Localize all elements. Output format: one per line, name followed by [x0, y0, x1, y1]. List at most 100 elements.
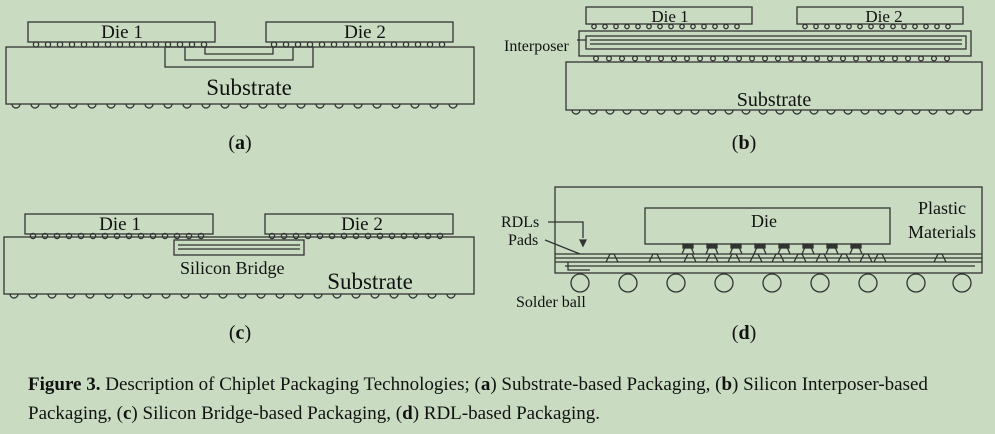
panel-a [5, 21, 475, 109]
solder-ball [446, 293, 456, 299]
bump [412, 232, 420, 240]
bump [879, 23, 885, 30]
bump [125, 232, 133, 240]
solder-ball [877, 109, 887, 115]
panel-b-interposer-label: Interposer [504, 38, 570, 55]
bump [734, 23, 740, 30]
solder-ball [68, 103, 78, 109]
die-pad [826, 243, 838, 249]
solder-ball [639, 109, 649, 115]
solder-ball [353, 103, 363, 109]
panel-a-die-1-label: Die 1 [101, 22, 143, 43]
bump [709, 55, 717, 62]
solder-ball [180, 293, 190, 299]
bump [402, 41, 410, 48]
panel-b-microbumps [591, 23, 951, 30]
solder-ball [429, 103, 439, 109]
solder-ball [28, 293, 38, 299]
bump [164, 41, 172, 48]
solder-ball [11, 103, 21, 109]
panel-b-substrate [565, 61, 983, 111]
solder-ball [199, 293, 209, 299]
bump [390, 41, 398, 48]
bump [149, 232, 157, 240]
solder-ball [47, 293, 57, 299]
rdl-via [837, 253, 851, 263]
bump [342, 41, 350, 48]
solder-ball [275, 293, 285, 299]
solder-ball [30, 103, 40, 109]
panel-c-die-2-label: Die 2 [341, 214, 383, 235]
bump [424, 232, 432, 240]
bump [280, 232, 288, 240]
bump [185, 232, 193, 240]
solder-ball [427, 293, 437, 299]
bump [890, 23, 896, 30]
solder-ball [313, 293, 323, 299]
solder-ball [809, 109, 819, 115]
solder-ball [66, 293, 76, 299]
panel-b-die-2 [796, 6, 964, 25]
solder-ball [714, 273, 734, 293]
panel-c-microbumps [29, 232, 444, 240]
solder-ball [762, 273, 782, 293]
bump [605, 55, 613, 62]
bump [152, 41, 160, 48]
panel-c-substrate [3, 236, 475, 295]
panel-a-solder-balls [11, 103, 458, 109]
figure-caption: Figure 3. Description of Chiplet Packagi… [28, 370, 978, 428]
solder-ball [389, 293, 399, 299]
bump [839, 55, 847, 62]
bump [618, 55, 626, 62]
solder-ball [85, 293, 95, 299]
pads-leader [544, 239, 581, 255]
solder-ball [826, 109, 836, 115]
solder-ball [952, 273, 972, 293]
panel-c-caption: (c) [229, 322, 251, 344]
panel-c-substrate-label: Substrate [327, 269, 413, 294]
bump [318, 41, 326, 48]
bump [901, 23, 907, 30]
bump [635, 23, 641, 30]
bump [631, 55, 639, 62]
panel-d-rdl-traces [605, 243, 947, 263]
solder-ball [894, 109, 904, 115]
rdl-via [749, 253, 763, 263]
bump [294, 41, 302, 48]
die-pad [706, 243, 718, 249]
bump [65, 232, 73, 240]
bump [761, 55, 769, 62]
bump [304, 232, 312, 240]
bump [602, 23, 608, 30]
solder-ball [656, 109, 666, 115]
bump [270, 41, 278, 48]
solder-ball [237, 293, 247, 299]
bump [354, 41, 362, 48]
solder-ball [49, 103, 59, 109]
solder-ball [605, 109, 615, 115]
solder-ball [666, 273, 686, 293]
solder-ball [294, 293, 304, 299]
bump [364, 232, 372, 240]
bump [436, 232, 444, 240]
panel-b-solder-balls [571, 109, 972, 115]
solder-ball [775, 109, 785, 115]
solder-ball [724, 109, 734, 115]
bump [917, 55, 925, 62]
solder-ball [571, 109, 581, 115]
solder-ball [106, 103, 116, 109]
rdl-via [933, 253, 947, 263]
solder-ball [239, 103, 249, 109]
caption-label-d: d [402, 403, 413, 424]
rdl-via [727, 253, 741, 263]
bump [722, 55, 730, 62]
panel-a-die-2-label: Die 2 [344, 22, 386, 43]
bump [787, 55, 795, 62]
bump [868, 23, 874, 30]
bump [414, 41, 422, 48]
bump [32, 41, 40, 48]
die-pad [682, 243, 694, 249]
solder-ball [906, 273, 926, 293]
solder-ball [332, 293, 342, 299]
bump [113, 232, 121, 240]
